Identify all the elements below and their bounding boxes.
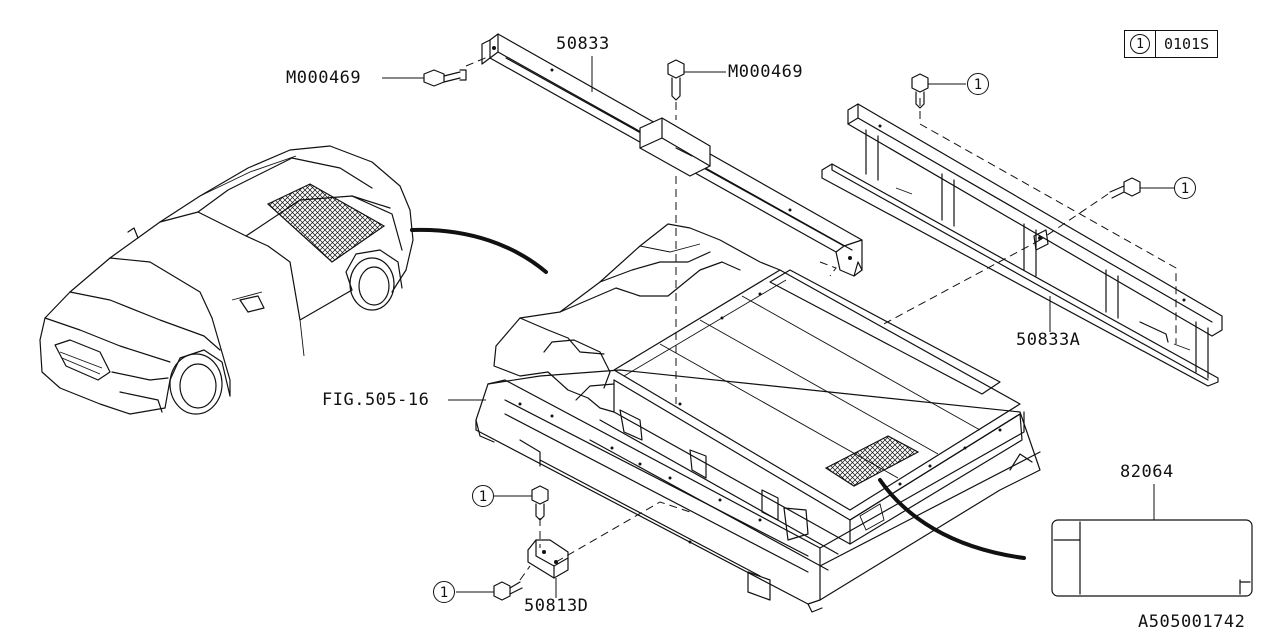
label-82064[interactable]: 82064 (1120, 462, 1174, 482)
bolt-lower-lower (493, 581, 523, 601)
battery-pack-assembly (475, 223, 1041, 613)
pack-to-label-leader (878, 478, 1026, 560)
bolt-right (1109, 177, 1141, 199)
bracket-50813d (527, 539, 569, 579)
bolt-top-right (911, 73, 929, 109)
legend-code: 0101S (1164, 35, 1210, 53)
label-50833[interactable]: 50833 (556, 34, 610, 54)
label-fig-505-16[interactable]: FIG.505-16 (322, 390, 430, 410)
frame-50833a (821, 103, 1223, 387)
label-m000469-center[interactable]: M000469 (728, 62, 804, 82)
label-50833a[interactable]: 50833A (1016, 330, 1081, 350)
legend-symbol: 1 (1125, 31, 1156, 57)
diagram-id: A505001742 (1138, 612, 1246, 632)
legend-circle-number: 1 (1130, 34, 1150, 54)
legend-box: 1 0101S (1124, 30, 1219, 58)
label-m000469-left[interactable]: M000469 (286, 68, 362, 88)
label-50813d[interactable]: 50813D (524, 596, 589, 616)
callout-lower-bolt-lower[interactable]: 1 (433, 581, 455, 603)
car-to-pack-leader (410, 227, 548, 274)
bolt-lower-upper (531, 485, 549, 521)
callout-top-right-bolt[interactable]: 1 (967, 73, 989, 95)
bolt-m000469-left (423, 69, 467, 87)
bracket-50833 (481, 33, 863, 277)
label-82064-plate (1051, 519, 1253, 597)
bolt-m000469-center (667, 59, 685, 101)
callout-right-bolt[interactable]: 1 (1174, 177, 1196, 199)
vehicle-illustration (39, 145, 414, 415)
callout-lower-bolt-upper[interactable]: 1 (472, 485, 494, 507)
